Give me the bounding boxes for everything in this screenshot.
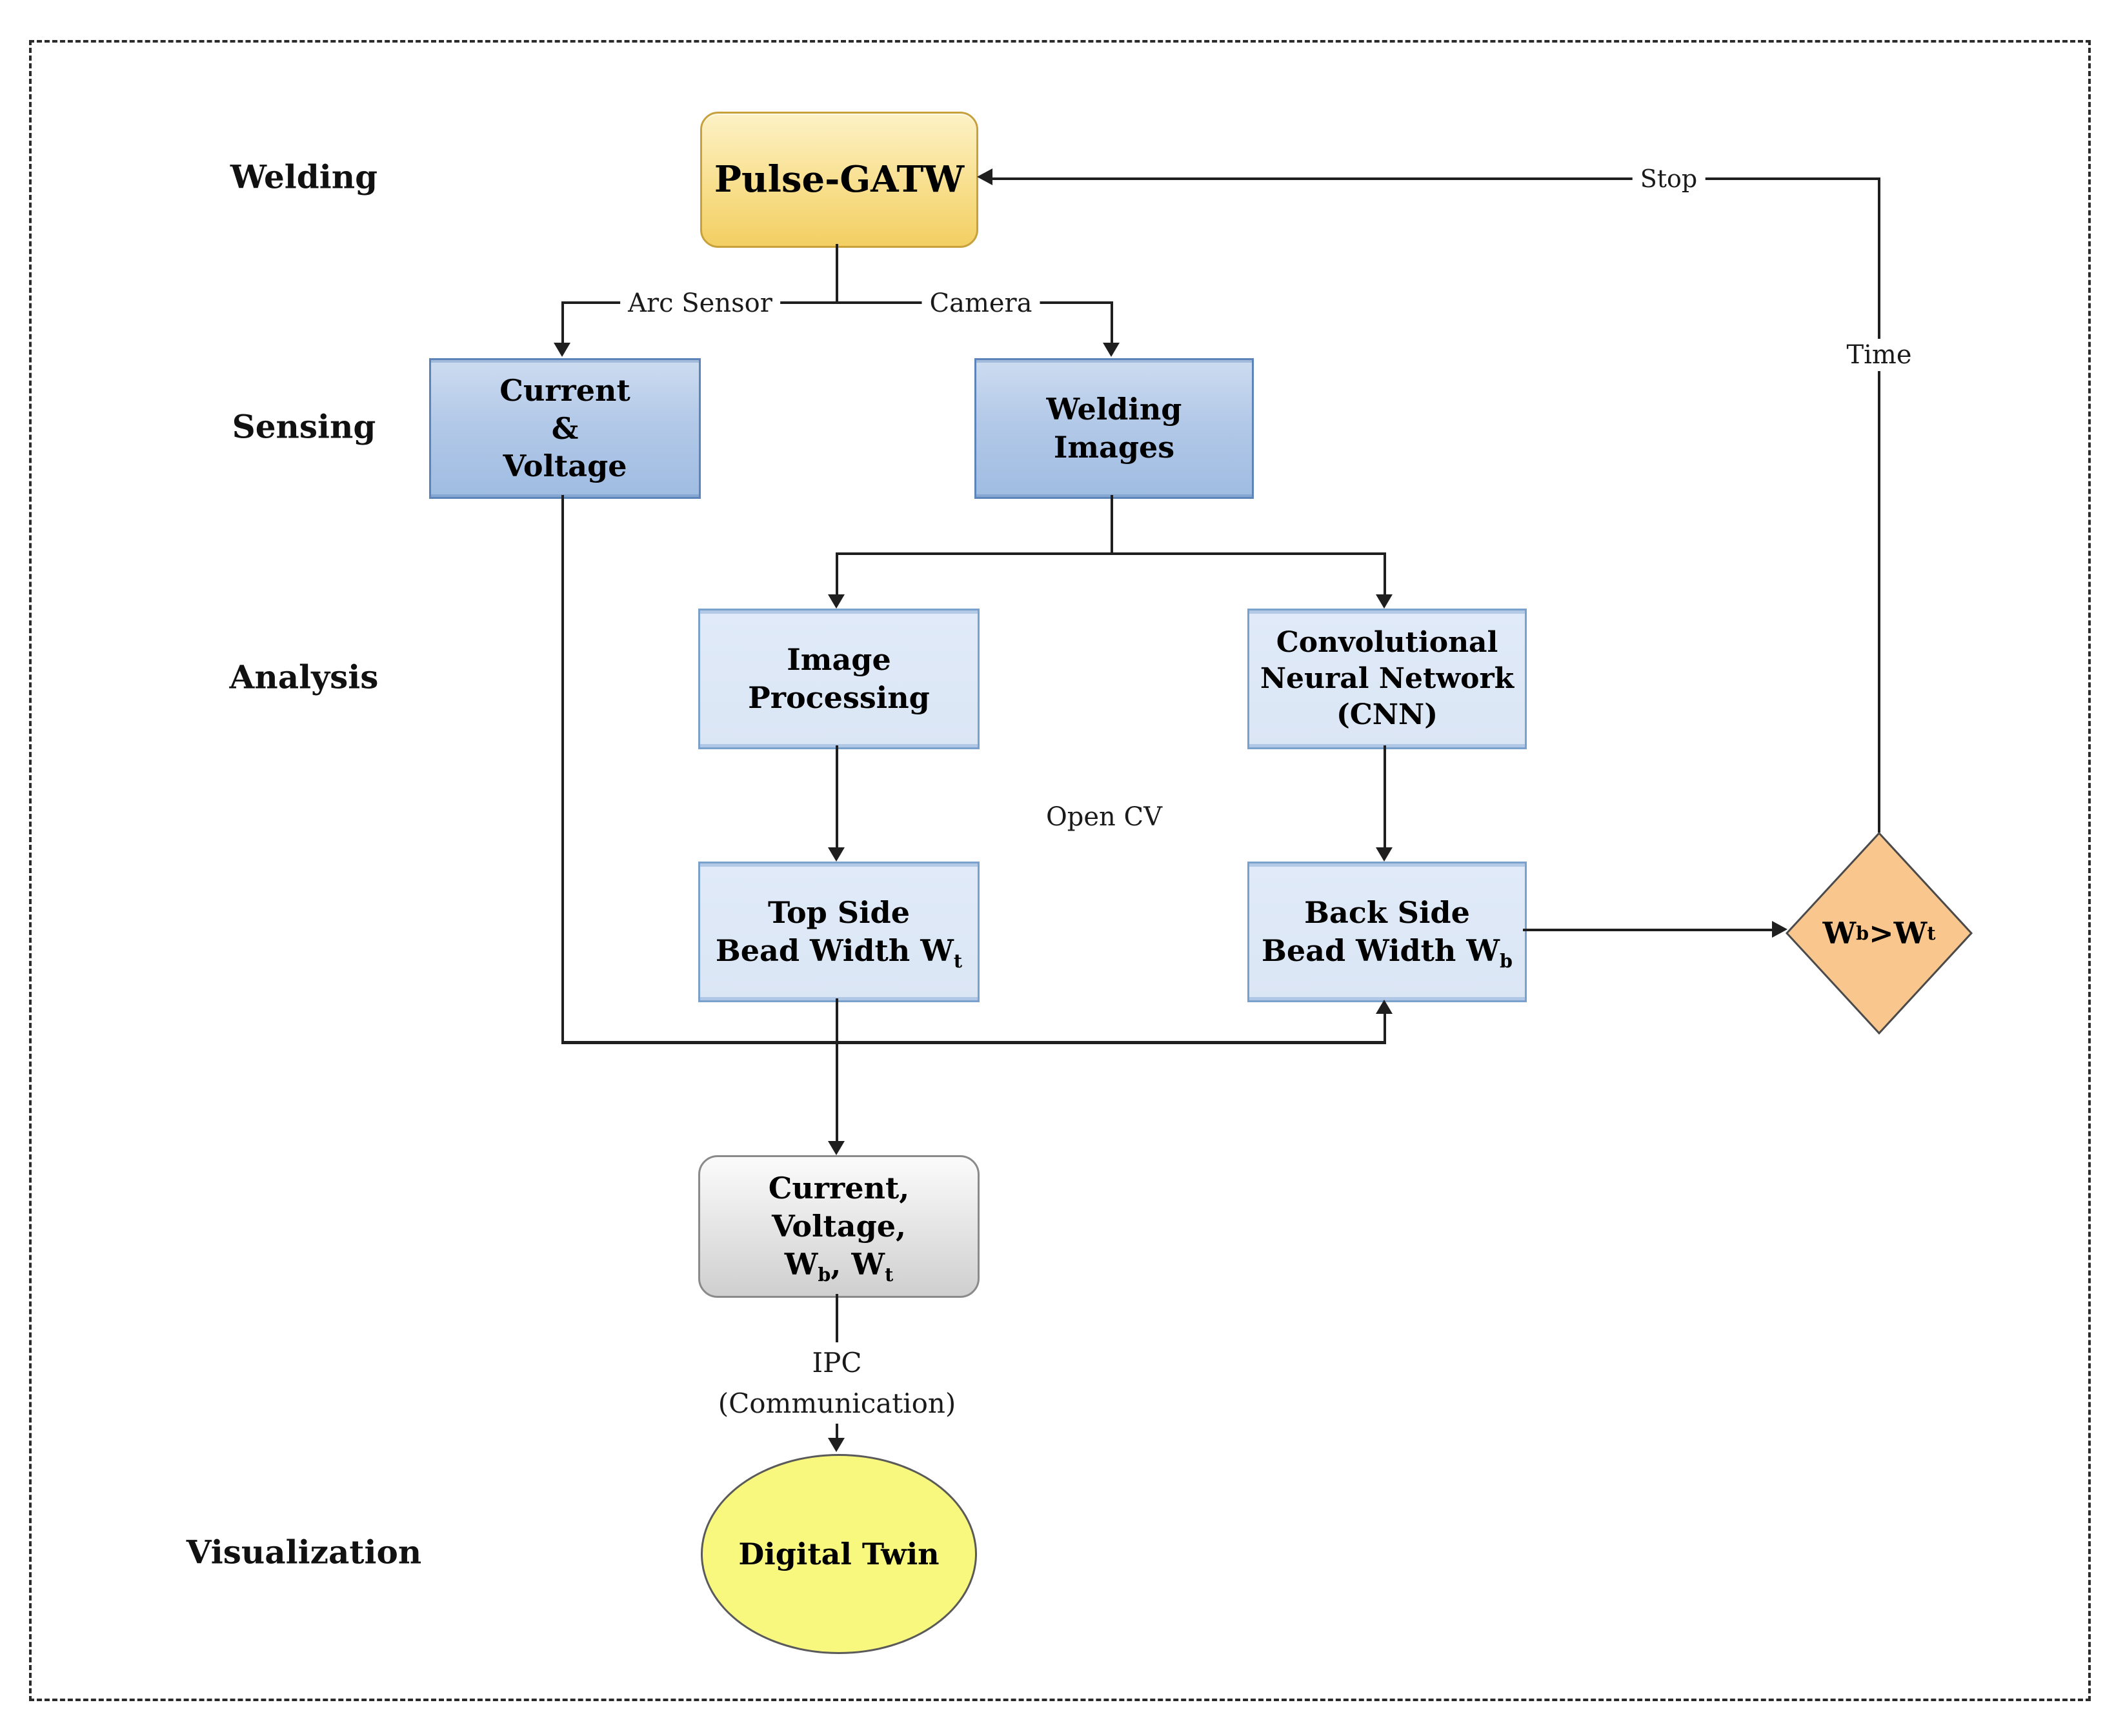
node-data-bundle: Current, Voltage, Wb, Wt: [698, 1155, 980, 1298]
edge-label-ipc: IPC (Communication): [711, 1342, 963, 1424]
arrowhead-into-welding-images: [1103, 343, 1120, 357]
node-welding-images-line1: Welding: [1046, 392, 1182, 427]
subscript-b: b: [1500, 950, 1513, 973]
node-digital-twin: Digital Twin: [701, 1454, 977, 1654]
node-back-side-line2: Bead Width Wb: [1262, 933, 1513, 973]
stage-label-analysis: Analysis: [229, 658, 379, 696]
edge-welding-images-down: [1111, 495, 1113, 555]
diagram-dashed-border: [29, 40, 2091, 1701]
arrowhead-into-pulse-gatw: [977, 168, 992, 185]
node-cnn-line1: Convolutional: [1276, 625, 1498, 659]
node-image-processing-line1: Image: [787, 642, 891, 678]
edge-arc-sensor-drop: [561, 301, 564, 343]
subscript-t: t: [885, 1264, 894, 1286]
edge-label-time: Time: [1838, 339, 1920, 371]
edge-camera-drop: [1111, 301, 1113, 343]
node-digital-twin-label: Digital Twin: [738, 1536, 940, 1571]
edge-time-vertical: [1878, 177, 1880, 833]
edge-bundle-to-ipc: [836, 1294, 838, 1346]
edge-pulse-to-branch: [836, 244, 838, 304]
node-top-side-line2: Bead Width Wt: [715, 933, 963, 973]
arrowhead-into-back-side: [1376, 847, 1393, 862]
node-back-side-line1: Back Side: [1304, 895, 1470, 931]
subscript-b: b: [818, 1264, 831, 1286]
node-pulse-gatw: Pulse-GATW: [700, 112, 978, 248]
edge-back-side-to-decision: [1523, 929, 1772, 931]
edge-cnn-to-back-side: [1384, 745, 1386, 847]
node-current-voltage-line3: Voltage: [503, 449, 627, 484]
node-welding-images: Welding Images: [974, 358, 1254, 499]
edge-junction-horizontal: [561, 1041, 1386, 1044]
stage-label-visualization: Visualization: [186, 1533, 422, 1571]
arrowhead-into-bundle: [828, 1141, 845, 1155]
arrowhead-into-top-side: [828, 847, 845, 862]
node-data-bundle-line2: Voltage,: [771, 1209, 907, 1244]
edge-label-open-cv: Open CV: [1038, 801, 1171, 833]
node-image-processing-line2: Processing: [748, 680, 930, 715]
node-image-processing: Image Processing: [698, 609, 980, 749]
node-top-side-bead-width: Top Side Bead Width Wt: [698, 862, 980, 1002]
edge-stop-horizontal: [992, 177, 1879, 180]
edge-split-to-image-processing: [836, 552, 838, 594]
edge-analysis-split: [836, 552, 1386, 555]
arrowhead-into-current-voltage: [554, 343, 570, 357]
node-pulse-gatw-label: Pulse-GATW: [714, 157, 965, 201]
edge-ipc-to-twin: [836, 1415, 838, 1438]
edge-junction-up-to-back-side: [1384, 1014, 1386, 1041]
edge-branch-horizontal: [561, 301, 1113, 304]
node-cnn-line2: Neural Network: [1260, 661, 1515, 695]
arrowhead-into-digital-twin: [828, 1438, 845, 1452]
node-welding-images-line2: Images: [1053, 430, 1175, 465]
node-current-voltage-line1: Current: [499, 372, 630, 408]
node-data-bundle-line3: Wb, Wt: [784, 1246, 894, 1286]
arrowhead-into-cnn: [1376, 594, 1393, 609]
edge-label-ipc-line1: IPC: [812, 1347, 862, 1378]
edge-split-to-cnn: [1384, 552, 1386, 594]
edge-top-side-to-bundle: [836, 998, 838, 1141]
node-current-voltage-line2: &: [551, 410, 579, 446]
arrowhead-into-decision: [1772, 921, 1787, 938]
edge-current-voltage-down: [561, 495, 564, 1044]
stage-label-welding: Welding: [230, 157, 378, 196]
edge-image-processing-to-top-side: [836, 745, 838, 847]
decision-diamond-shape: [1785, 831, 1973, 1035]
node-current-voltage: Current & Voltage: [429, 358, 701, 499]
node-data-bundle-line1: Current,: [768, 1171, 910, 1206]
stage-label-sensing: Sensing: [232, 407, 376, 446]
edge-label-arc-sensor: Arc Sensor: [620, 287, 780, 319]
arrowhead-into-image-processing: [828, 594, 845, 609]
node-cnn: Convolutional Neural Network (CNN): [1247, 609, 1527, 749]
edge-label-camera: Camera: [921, 287, 1040, 319]
arrowhead-up-into-back-side: [1376, 1000, 1393, 1014]
node-top-side-line1: Top Side: [768, 895, 910, 931]
subscript-t: t: [953, 950, 963, 973]
edge-label-stop: Stop: [1632, 163, 1706, 194]
edge-label-ipc-line2: (Communication): [718, 1388, 956, 1419]
node-cnn-line3: (CNN): [1336, 698, 1438, 732]
node-back-side-bead-width: Back Side Bead Width Wb: [1247, 862, 1527, 1002]
